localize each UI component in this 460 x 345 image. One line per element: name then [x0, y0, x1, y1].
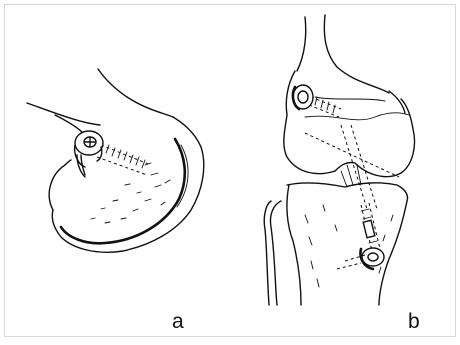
panel-a-label: a	[172, 311, 184, 332]
panel-b-drawing	[5, 5, 457, 338]
panel-b-label: b	[408, 311, 420, 332]
figure: a b	[4, 4, 456, 337]
